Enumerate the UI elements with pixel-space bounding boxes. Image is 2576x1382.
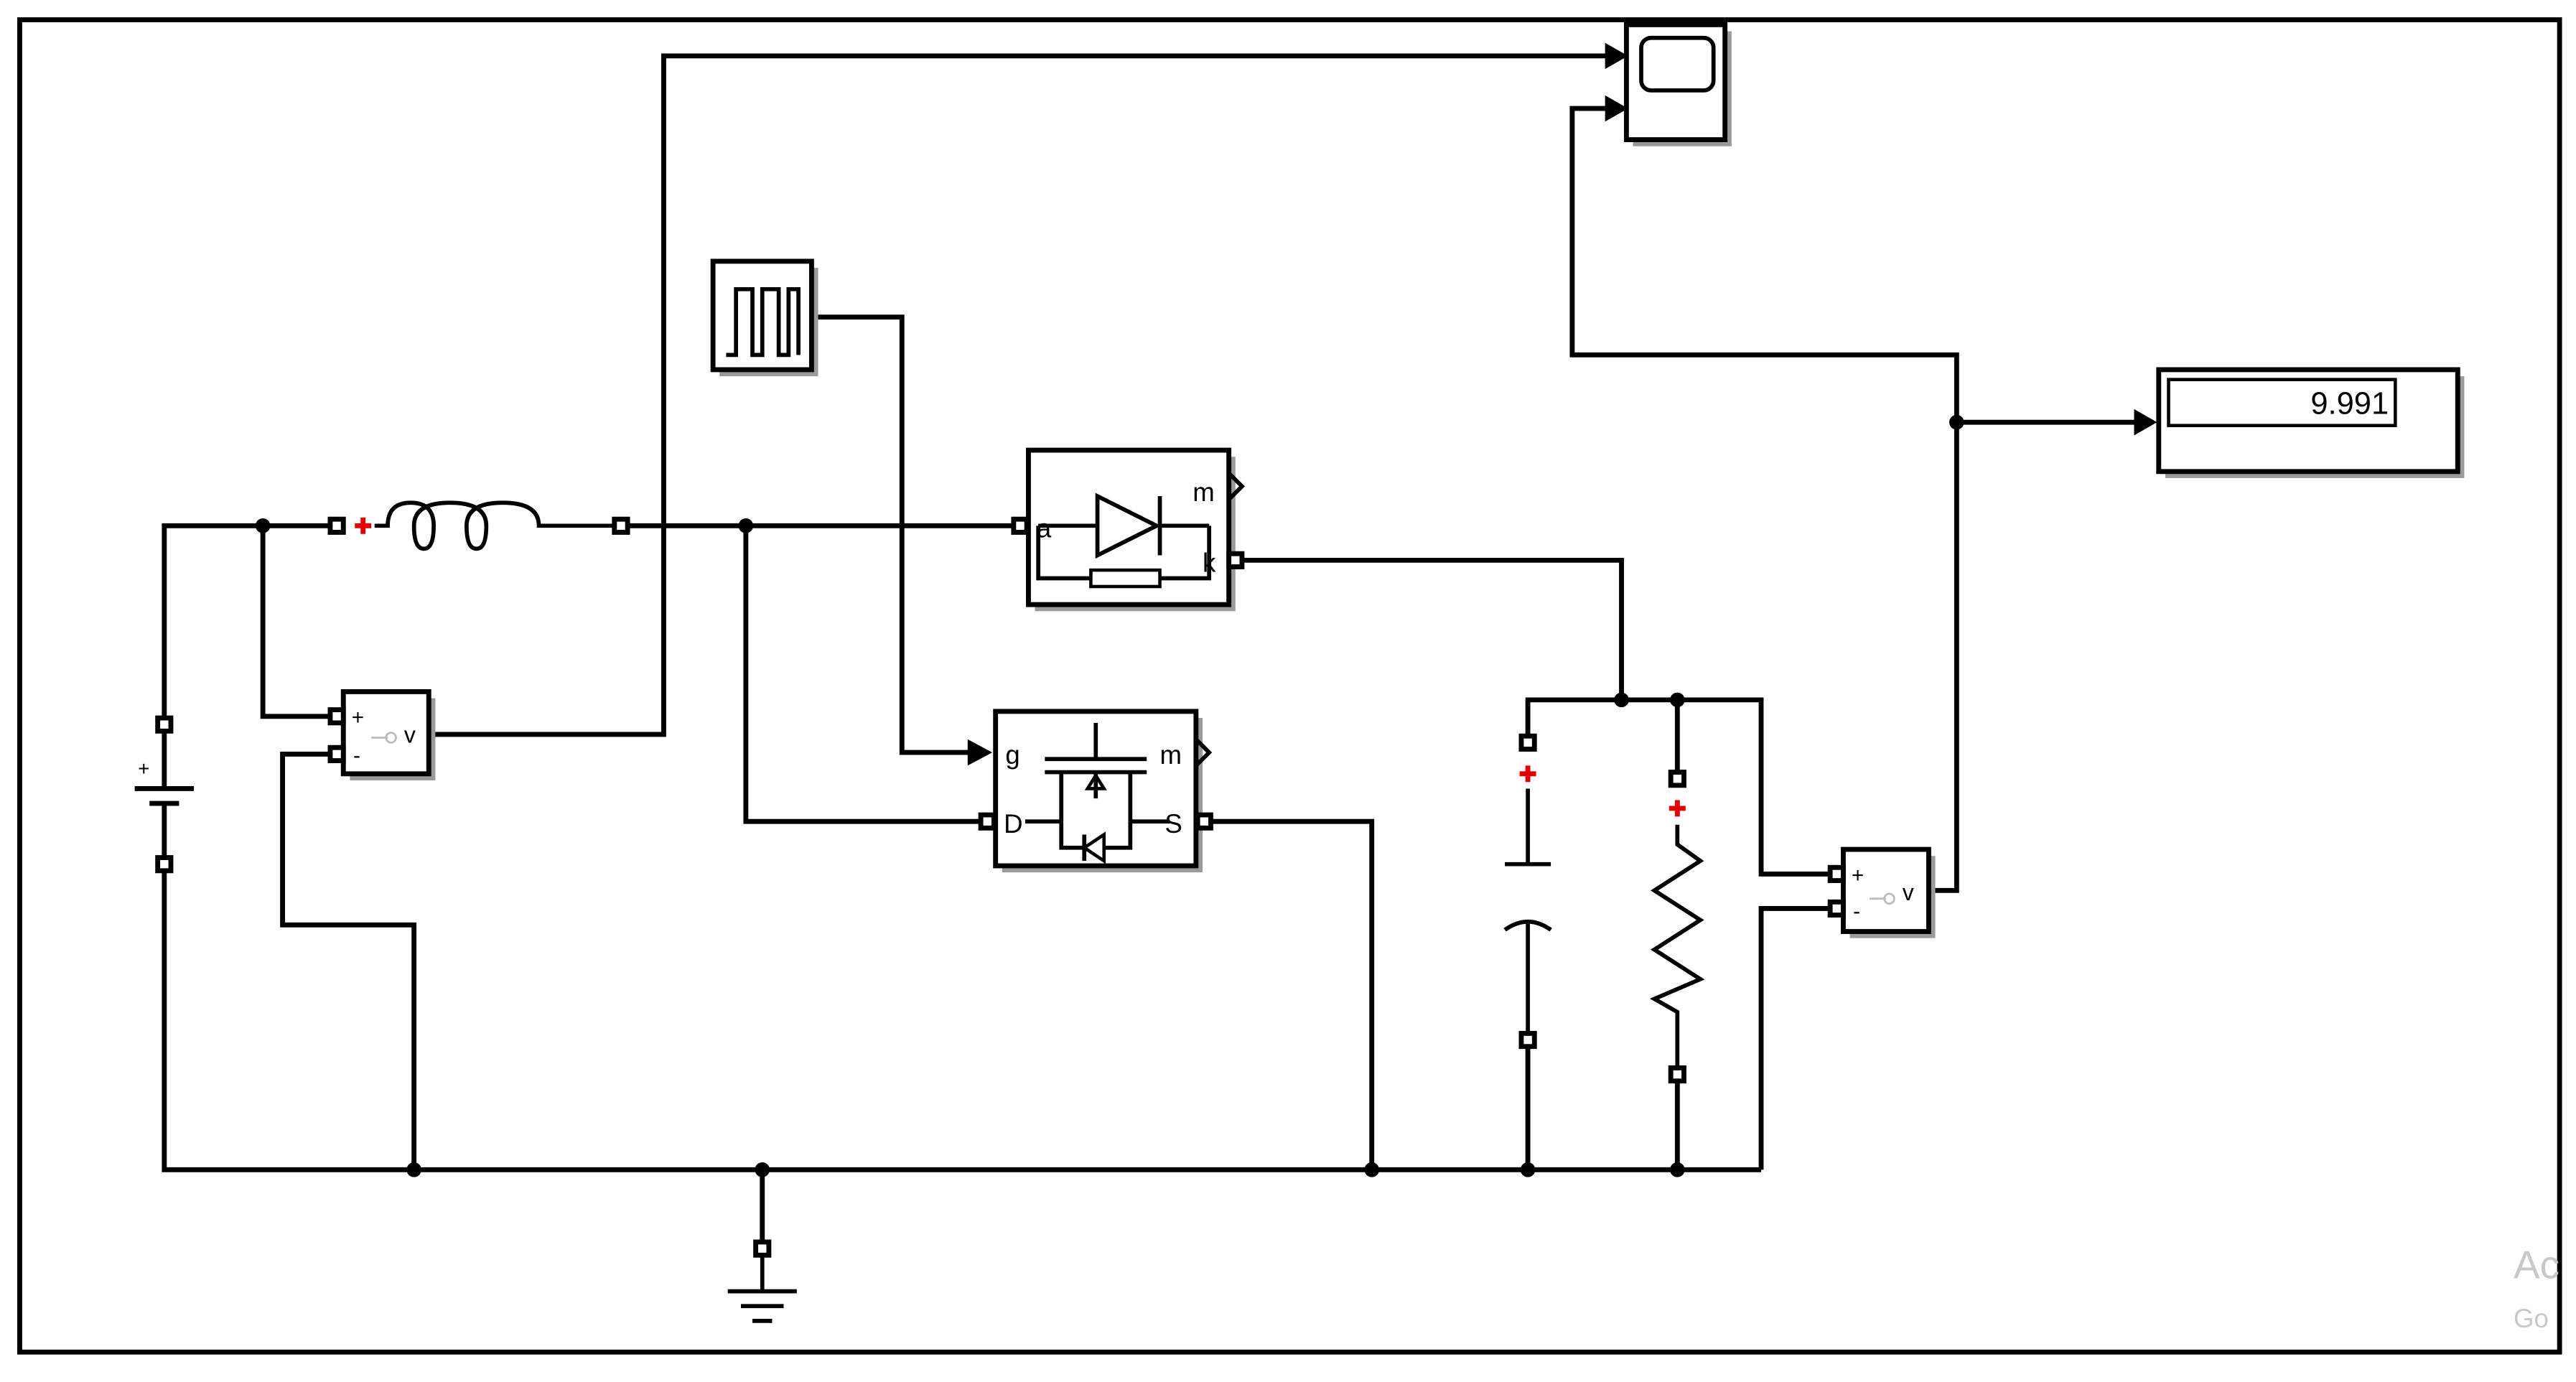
activation-watermark: Ac Go xyxy=(2514,1242,2559,1333)
capacitor[interactable] xyxy=(1503,733,1552,1050)
wire-vsensor2-minus[interactable] xyxy=(1758,906,1837,1170)
capacitor-port-top[interactable] xyxy=(1518,733,1537,752)
scope[interactable] xyxy=(1623,22,1732,146)
mosfet-source-label: S xyxy=(1165,809,1182,839)
junction-dot xyxy=(1520,1162,1536,1177)
diode-meas-port[interactable] xyxy=(1227,472,1245,501)
arrow-scope-in1 xyxy=(1605,42,1628,70)
diode-snubber-wire xyxy=(1036,526,1091,581)
arrow-scope-in2 xyxy=(1605,95,1628,122)
mosfet-meas-label: m xyxy=(1160,740,1182,770)
inductor-port-left[interactable] xyxy=(327,516,346,535)
mosfet[interactable]: g D S m xyxy=(978,709,1213,873)
pulse-wave-icon xyxy=(726,286,801,358)
capacitor-port-bottom[interactable] xyxy=(1518,1030,1537,1050)
junction-dot xyxy=(1364,1162,1379,1177)
wire-drain[interactable] xyxy=(743,526,986,824)
mosfet-gate-label: g xyxy=(1005,740,1019,770)
dc-voltage-source[interactable]: + xyxy=(134,715,195,874)
junction-dot xyxy=(406,1162,421,1177)
junction-dot xyxy=(755,1162,770,1177)
junction-dot xyxy=(1614,692,1629,708)
diode[interactable]: a k m xyxy=(1011,447,1245,612)
mosfet-body-diode xyxy=(1081,831,1106,864)
vsensor1-minus-label: - xyxy=(353,744,360,767)
vsensor2-minus-label: - xyxy=(1853,900,1860,923)
pulse-generator[interactable] xyxy=(710,258,818,377)
diode-snubber-wire xyxy=(1159,526,1212,581)
diode-anode-label: a xyxy=(1037,513,1052,543)
wire-gate[interactable] xyxy=(813,314,970,755)
wire-scope-in1[interactable] xyxy=(431,53,1607,737)
vsensor2-port-plus[interactable] xyxy=(1827,864,1846,884)
diode-triangle xyxy=(1095,492,1162,559)
junction-dot xyxy=(738,518,754,533)
junction-dot xyxy=(1670,692,1685,708)
display-value: 9.991 xyxy=(2310,387,2389,421)
junction-dot xyxy=(1670,1162,1685,1177)
mosfet-port-source[interactable] xyxy=(1195,812,1213,831)
voltage-sensor-output[interactable]: + - v xyxy=(1827,846,1936,938)
voltage-sensor-input[interactable]: + - v xyxy=(327,689,436,780)
vsensor1-plus-label: + xyxy=(352,706,364,729)
vsensor2-block[interactable] xyxy=(1841,846,1931,934)
battery-port-top[interactable] xyxy=(155,715,174,734)
junctions xyxy=(255,414,1964,1177)
display-readout-box xyxy=(2167,378,2397,428)
vsensor1-out-label: v xyxy=(404,722,416,747)
diode-snubber-resistor xyxy=(1089,568,1162,589)
battery-plus-label: + xyxy=(138,757,149,780)
vsensor2-plus-label: + xyxy=(1852,864,1864,887)
inductor[interactable] xyxy=(327,500,630,551)
vsensor1-block[interactable] xyxy=(340,689,431,777)
resistor-port-bottom[interactable] xyxy=(1668,1065,1686,1084)
battery-port-bottom[interactable] xyxy=(155,855,174,874)
wire-cathode[interactable] xyxy=(1235,557,1624,700)
arrow-gate xyxy=(967,739,993,766)
diode-port-anode[interactable] xyxy=(1011,516,1030,535)
inductor-port-right[interactable] xyxy=(612,516,630,535)
wire-vsensor1-minus[interactable] xyxy=(280,751,417,1170)
wire-ground-bus[interactable] xyxy=(162,864,1762,1172)
vsensor2-faint-icon xyxy=(1870,892,1895,905)
vsensor1-port-minus[interactable] xyxy=(327,744,346,763)
vsensor1-port-plus[interactable] xyxy=(327,707,346,726)
ground-port[interactable] xyxy=(753,1239,772,1258)
diode-cathode-label: k xyxy=(1203,548,1216,577)
wires xyxy=(162,53,2136,1249)
vsensor2-port-minus[interactable] xyxy=(1827,899,1846,918)
diode-port-cathode[interactable] xyxy=(1226,551,1245,569)
arrow-display xyxy=(2134,408,2157,436)
inductor-coil xyxy=(374,500,615,551)
watermark-line2: Go xyxy=(2514,1304,2549,1333)
wire-vsensor1-plus[interactable] xyxy=(260,526,337,719)
junction-dot xyxy=(255,518,271,533)
mosfet-port-drain[interactable] xyxy=(978,812,997,831)
wire-scope-in2[interactable] xyxy=(1569,106,1959,893)
wire-output-top[interactable] xyxy=(1525,697,1837,877)
vsensor1-faint-icon xyxy=(371,732,397,744)
mosfet-meas-port[interactable] xyxy=(1194,737,1213,767)
display[interactable]: 9.991 xyxy=(2156,367,2465,478)
watermark-line1: Ac xyxy=(2514,1242,2559,1287)
resistor-zigzag xyxy=(1649,824,1705,1068)
vsensor2-out-label: v xyxy=(1903,879,1914,905)
canvas-frame xyxy=(17,17,2562,1355)
resistor-port-top[interactable] xyxy=(1668,770,1686,788)
junction-dot xyxy=(1949,414,1964,430)
diode-meas-label: m xyxy=(1193,477,1214,507)
resistor[interactable] xyxy=(1649,770,1705,1084)
ground[interactable] xyxy=(727,1239,797,1323)
arrowheads xyxy=(967,42,2157,766)
scope-screen-icon xyxy=(1639,35,1716,93)
wire-source[interactable] xyxy=(1204,818,1375,1170)
wire-battery-inductor[interactable] xyxy=(162,523,337,725)
mosfet-drain-label: D xyxy=(1004,809,1022,839)
